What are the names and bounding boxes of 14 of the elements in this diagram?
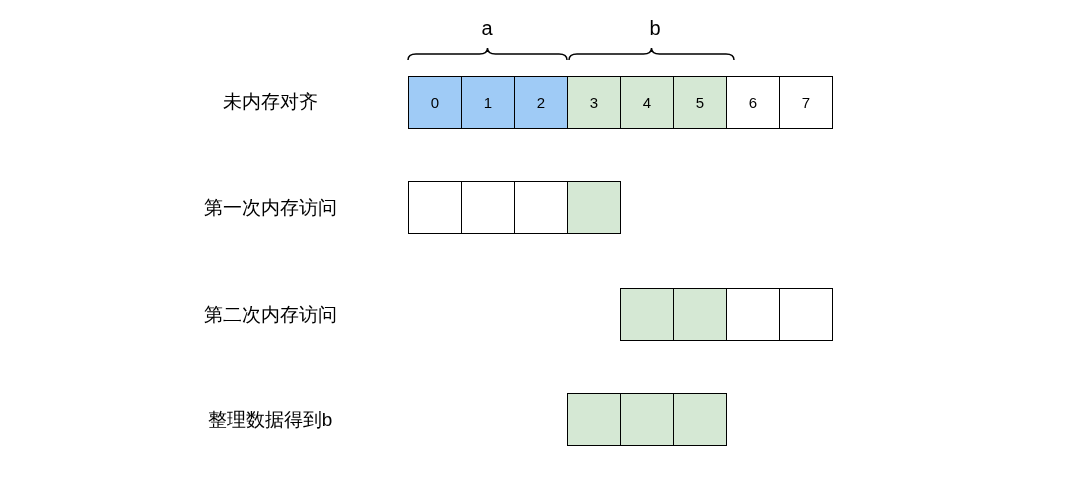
memory-cell: 6 <box>726 76 780 129</box>
brace-label: b <box>649 16 661 40</box>
row-label: 未内存对齐 <box>222 90 318 114</box>
memory-cell: 4 <box>620 76 674 129</box>
memory-cell: 5 <box>673 76 727 129</box>
memory-cell: 3 <box>567 76 621 129</box>
memory-cell: 1 <box>461 76 515 129</box>
memory-cell: 7 <box>779 76 833 129</box>
row-label: 整理数据得到b <box>207 408 333 432</box>
memory-cell: 0 <box>408 76 462 129</box>
brace-label: a <box>481 16 493 40</box>
row-label: 第二次内存访问 <box>203 303 337 327</box>
row-label: 第一次内存访问 <box>203 196 337 220</box>
memory-cell: 2 <box>514 76 568 129</box>
